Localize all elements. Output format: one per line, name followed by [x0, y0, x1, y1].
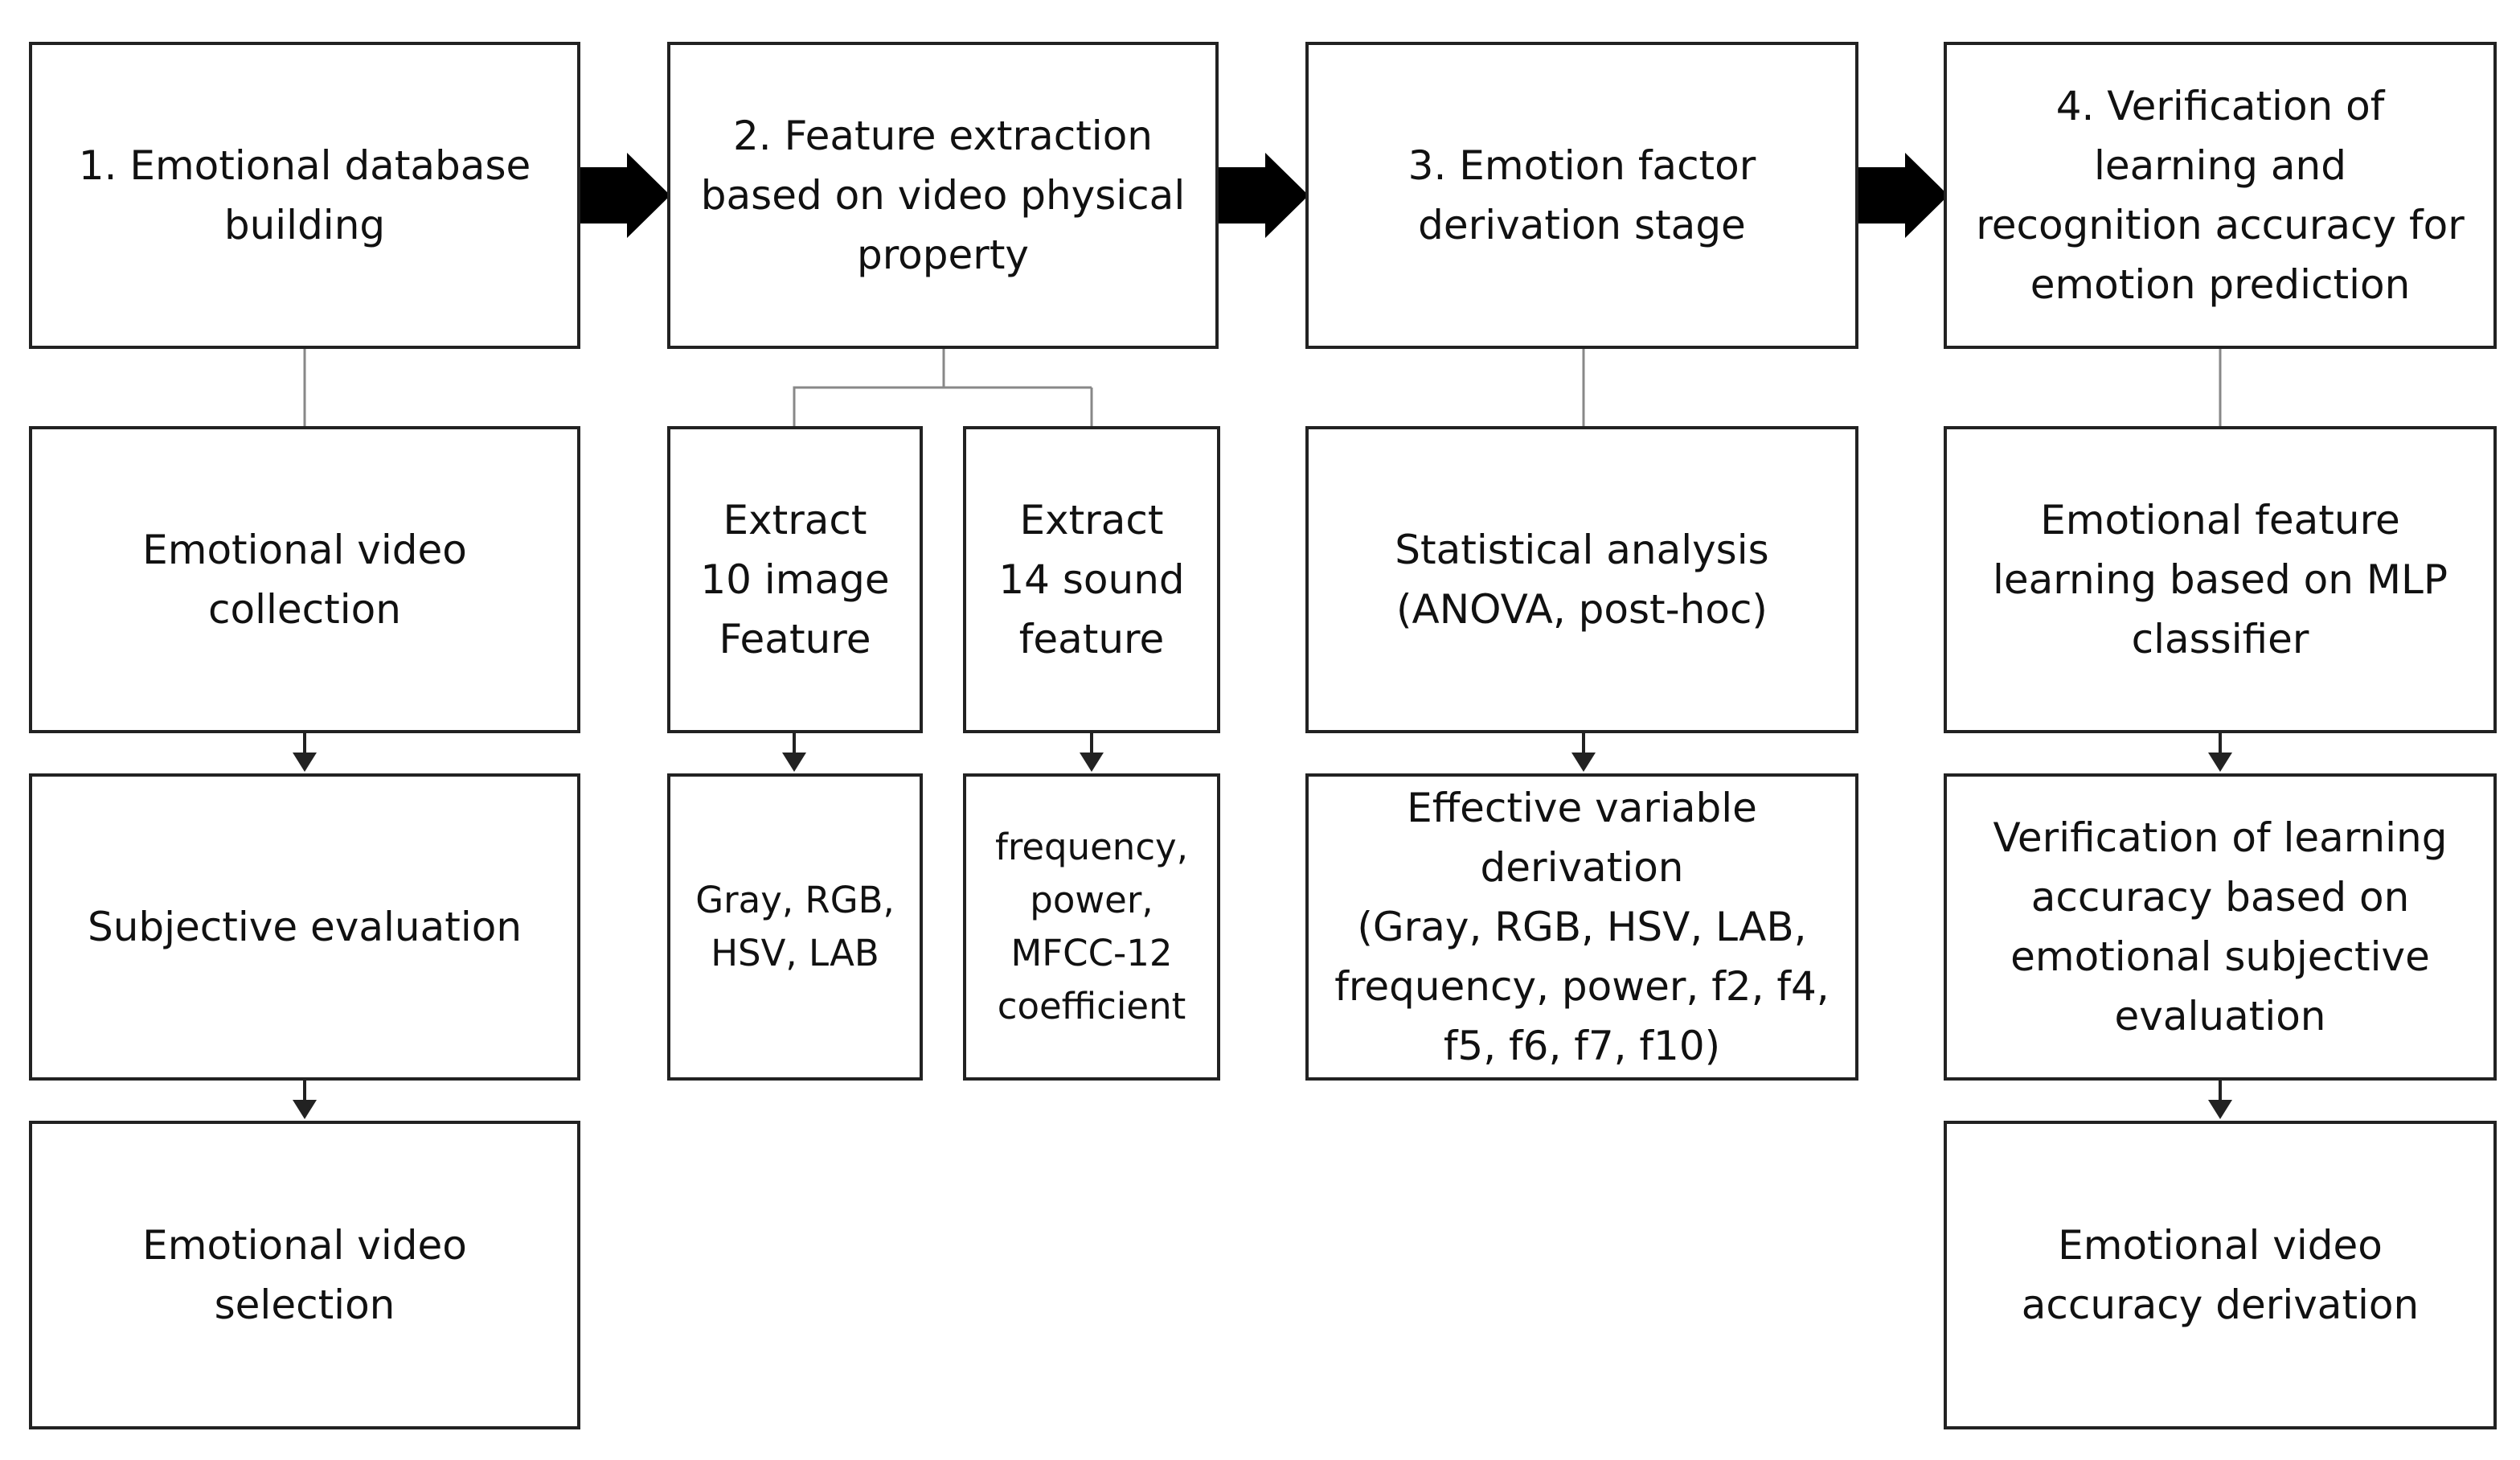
stage-3-step-effective-variable: Effective variable derivation (Gray, RGB…: [1305, 773, 1858, 1081]
step-label: Statistical analysis (ANOVA, post-hoc): [1395, 527, 1769, 633]
step-label: Subjective evaluation: [87, 904, 522, 950]
down-arrow-3a: [1571, 733, 1596, 772]
stage-4-step-verification: Verification of learning accuracy based …: [1944, 773, 2497, 1081]
step-label: Extract 10 image Feature: [700, 497, 890, 662]
down-arrow-4a: [2208, 733, 2232, 772]
step-label: Emotional video selection: [142, 1222, 467, 1328]
step-label: Gray, RGB, HSV, LAB: [695, 879, 895, 974]
stage-3-step-statistical-analysis: Statistical analysis (ANOVA, post-hoc): [1305, 426, 1858, 733]
stage-2-extract-image: Extract 10 image Feature: [667, 426, 923, 733]
stage-3-header: 3. Emotion factor derivation stage: [1305, 42, 1858, 349]
stage-1-title: 1. Emotional database building: [78, 142, 531, 248]
stage-arrow-3-to-4: [1858, 153, 1948, 238]
down-arrow-1a: [293, 733, 317, 772]
step-label: Emotional video accuracy derivation: [2021, 1222, 2420, 1328]
stage-1-step-subjective-evaluation: Subjective evaluation: [29, 773, 580, 1081]
step-label: Emotional feature learning based on MLP …: [1992, 497, 2448, 662]
stage-2-title: 2. Feature extraction based on video phy…: [700, 113, 1186, 278]
stage-4-step-accuracy-derivation: Emotional video accuracy derivation: [1944, 1121, 2497, 1429]
stage-4-step-mlp-learning: Emotional feature learning based on MLP …: [1944, 426, 2497, 733]
stage-1-step-collection: Emotional video collection: [29, 426, 580, 733]
stage-2-extract-sound: Extract 14 sound feature: [963, 426, 1220, 733]
stage-3-title: 3. Emotion factor derivation stage: [1408, 142, 1756, 248]
stage-4-header: 4. Verification of learning and recognit…: [1944, 42, 2497, 349]
stage-4-title: 4. Verification of learning and recognit…: [1976, 83, 2465, 308]
down-arrow-2a: [782, 733, 806, 772]
stage-arrow-1-to-2: [580, 153, 670, 238]
stage-arrow-2-to-3: [1219, 153, 1309, 238]
down-arrow-2b: [1080, 733, 1104, 772]
stage-1-header: 1. Emotional database building: [29, 42, 580, 349]
step-label: Emotional video collection: [142, 527, 467, 633]
step-label: Effective variable derivation (Gray, RGB…: [1334, 785, 1830, 1069]
stage-2-header: 2. Feature extraction based on video phy…: [667, 42, 1219, 349]
step-label: Extract 14 sound feature: [998, 497, 1185, 662]
stage-1-step-selection: Emotional video selection: [29, 1121, 580, 1429]
down-arrow-1b: [293, 1081, 317, 1119]
step-label: Verification of learning accuracy based …: [1993, 814, 2448, 1040]
stage-2-image-features: Gray, RGB, HSV, LAB: [667, 773, 923, 1081]
down-arrow-4b: [2208, 1081, 2232, 1119]
step-label: frequency, power, MFCC-12 coefficient: [994, 826, 1188, 1027]
connector-stage2-branch: [793, 349, 945, 426]
stage-2-sound-features: frequency, power, MFCC-12 coefficient: [963, 773, 1220, 1081]
